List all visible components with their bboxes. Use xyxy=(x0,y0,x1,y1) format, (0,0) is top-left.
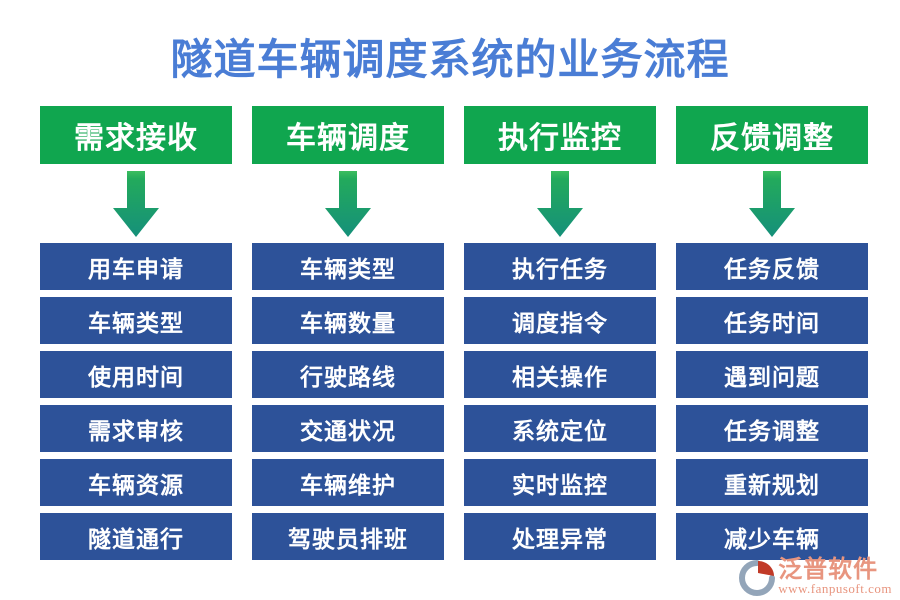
flow-step: 相关操作 xyxy=(464,351,656,398)
watermark: 泛普软件 www.fanpusoft.com xyxy=(738,557,892,597)
flow-step: 任务反馈 xyxy=(676,243,868,290)
flow-step: 用车申请 xyxy=(40,243,232,290)
watermark-text: 泛普软件 www.fanpusoft.com xyxy=(778,554,892,597)
flow-step: 系统定位 xyxy=(464,405,656,452)
stage-header: 反馈调整 xyxy=(676,106,868,164)
flow-step: 车辆类型 xyxy=(252,243,444,290)
down-arrow-icon xyxy=(464,164,656,243)
flow-column-feedback: 反馈调整 任务反馈 任务时间 遇到问题 任务调整 重新规划 减少车辆 xyxy=(676,106,868,567)
down-arrow-icon xyxy=(676,164,868,243)
stage-header: 执行监控 xyxy=(464,106,656,164)
flow-step: 需求审核 xyxy=(40,405,232,452)
flow-step: 交通状况 xyxy=(252,405,444,452)
flow-step: 行驶路线 xyxy=(252,351,444,398)
page-title: 隧道车辆调度系统的业务流程 xyxy=(170,35,730,84)
flow-column-monitor: 执行监控 执行任务 调度指令 相关操作 系统定位 实时监控 处理异常 xyxy=(464,106,656,567)
stage-header: 车辆调度 xyxy=(252,106,444,164)
brand-name: 泛普软件 xyxy=(778,554,879,583)
flow-step: 驾驶员排班 xyxy=(252,513,444,560)
fanpu-logo-icon xyxy=(739,560,776,596)
flow-step: 隧道通行 xyxy=(40,513,232,560)
flow-columns: 需求接收 用车申请 车辆类型 使用时间 需求审核 车辆资源 隧道通行 车辆调度 … xyxy=(40,106,868,567)
flow-step: 实时监控 xyxy=(464,459,656,506)
flow-column-demand: 需求接收 用车申请 车辆类型 使用时间 需求审核 车辆资源 隧道通行 xyxy=(40,106,232,567)
stage-header: 需求接收 xyxy=(40,106,232,164)
flow-step: 车辆数量 xyxy=(252,297,444,344)
flow-step: 车辆维护 xyxy=(252,459,444,506)
down-arrow-icon xyxy=(252,164,444,243)
flow-step: 遇到问题 xyxy=(676,351,868,398)
flow-step: 重新规划 xyxy=(676,459,868,506)
flow-step: 处理异常 xyxy=(464,513,656,560)
brand-url: www.fanpusoft.com xyxy=(778,581,892,596)
flow-step: 使用时间 xyxy=(40,351,232,398)
flow-step: 任务调整 xyxy=(676,405,868,452)
flow-column-dispatch: 车辆调度 车辆类型 车辆数量 行驶路线 交通状况 车辆维护 驾驶员排班 xyxy=(252,106,444,567)
flow-step: 调度指令 xyxy=(464,297,656,344)
flow-step: 车辆资源 xyxy=(40,459,232,506)
flow-step: 减少车辆 xyxy=(676,513,868,560)
flow-step: 车辆类型 xyxy=(40,297,232,344)
flow-step: 执行任务 xyxy=(464,243,656,290)
down-arrow-icon xyxy=(40,164,232,243)
flow-step: 任务时间 xyxy=(676,297,868,344)
